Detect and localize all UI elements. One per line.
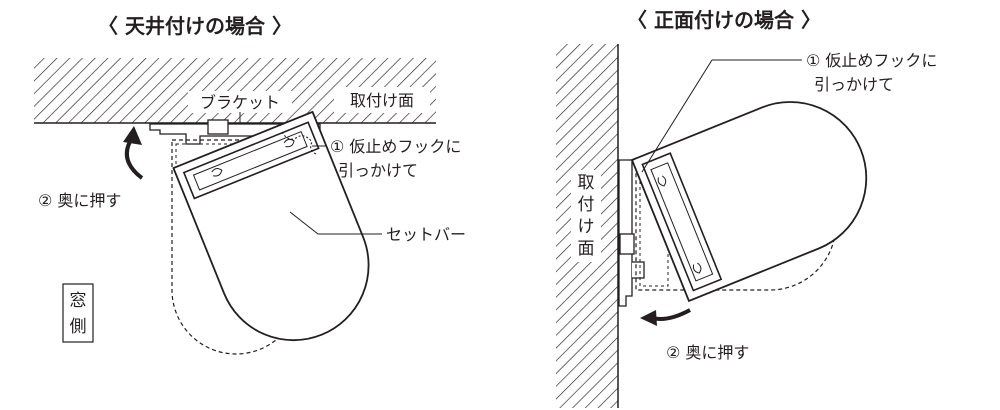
ceiling-push-arrowhead — [123, 126, 142, 145]
bracket-label: ブラケット — [200, 93, 280, 112]
mount-surface-label-bg — [334, 87, 430, 113]
front-tilted-housing — [630, 101, 868, 303]
window-side-char-1: 窓 — [70, 291, 87, 311]
front-title: 〈 正面付けの場合 〉 — [627, 8, 821, 32]
ceiling-title: 〈 天井付けの場合 〉 — [98, 14, 292, 38]
ceiling-mount-panel: 〈 天井付けの場合 〉 取付け面 ブラケット ① 仮止めフックに — [34, 14, 466, 355]
wall-label-char-1: 取 — [578, 173, 595, 193]
front-push-arrowhead — [640, 310, 657, 326]
wall-label-bg — [571, 170, 601, 262]
wall-label-char-4: 面 — [578, 239, 595, 259]
front-push-arrow — [651, 308, 691, 321]
ceiling-hook-label-1: ① 仮止めフックに — [330, 137, 461, 156]
front-mount-panel: 〈 正面付けの場合 〉 取 付 け 面 ① 仮止めフックに — [556, 8, 937, 408]
wall-label-char-2: 付 — [578, 195, 595, 215]
ceiling-push-label: ② 奥に押す — [38, 191, 121, 210]
front-hook-leader — [641, 59, 713, 173]
front-hook-label-1: ① 仮止めフックに — [806, 51, 937, 70]
setbar-leader — [289, 211, 382, 235]
front-push-label: ② 奥に押す — [666, 343, 749, 362]
ceiling-hook-label-2: 引っかけて — [338, 161, 418, 180]
ceiling-hook-detail — [281, 131, 317, 155]
window-side-box — [62, 283, 94, 343]
window-side-char-2: 側 — [70, 317, 87, 337]
ceiling-tilted-housing — [172, 110, 370, 341]
wall-label-char-3: け — [578, 217, 595, 237]
front-hook-label-2: 引っかけて — [814, 75, 894, 94]
setbar-label: セットバー — [386, 225, 466, 244]
bracket-label-bg — [188, 91, 292, 113]
ceiling-mount-surface-label: 取付け面 — [350, 91, 414, 110]
